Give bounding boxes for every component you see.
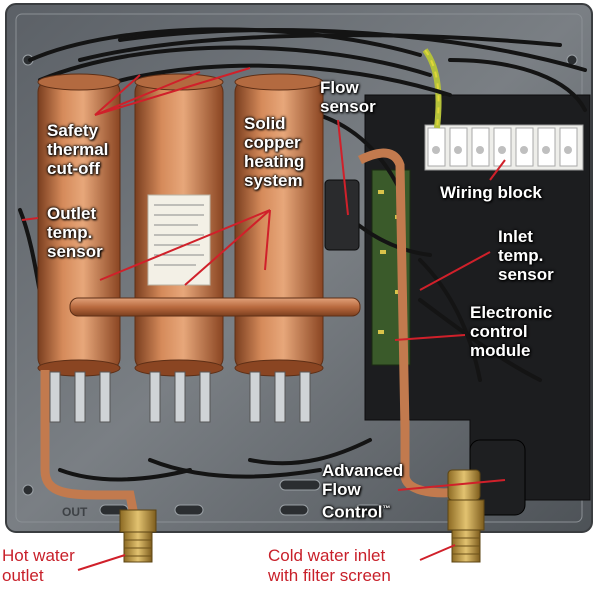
heating-element-middle <box>134 73 224 377</box>
panel-stamp: OUT <box>62 505 88 519</box>
inlet-copper-pipe <box>357 148 410 431</box>
label-cold-water-inlet: Cold water inlet with filter screen <box>268 546 391 585</box>
label-hot-water-outlet: Hot water outlet <box>2 546 75 585</box>
flow-sensor-body <box>324 179 360 251</box>
label-flow-sensor: Flow sensor <box>320 78 376 116</box>
label-inlet-temp-sensor: Inlet temp. sensor <box>498 227 554 284</box>
label-solid-copper-heating-system: Solid copper heating system <box>244 114 305 190</box>
label-safety-thermal-cutoff: Safety thermal cut-off <box>47 121 109 178</box>
wiring-block-terminals <box>424 124 584 171</box>
label-outlet-temp-sensor: Outlet temp. sensor <box>47 204 103 261</box>
label-electronic-control-module: Electronic control module <box>470 303 553 360</box>
label-advanced-flow-control-text: Advanced Flow Control <box>322 461 404 522</box>
leader-lines <box>21 67 506 571</box>
trademark-symbol: ™ <box>382 504 391 513</box>
hot-water-fitting <box>119 509 157 563</box>
cold-water-fitting <box>447 499 485 563</box>
element-terminals <box>49 371 311 423</box>
copper-manifold-pipe <box>69 297 361 317</box>
label-wiring-block: Wiring block <box>440 183 542 202</box>
outlet-copper-pipe <box>40 370 140 521</box>
label-advanced-flow-control: Advanced Flow Control™ <box>322 461 403 522</box>
